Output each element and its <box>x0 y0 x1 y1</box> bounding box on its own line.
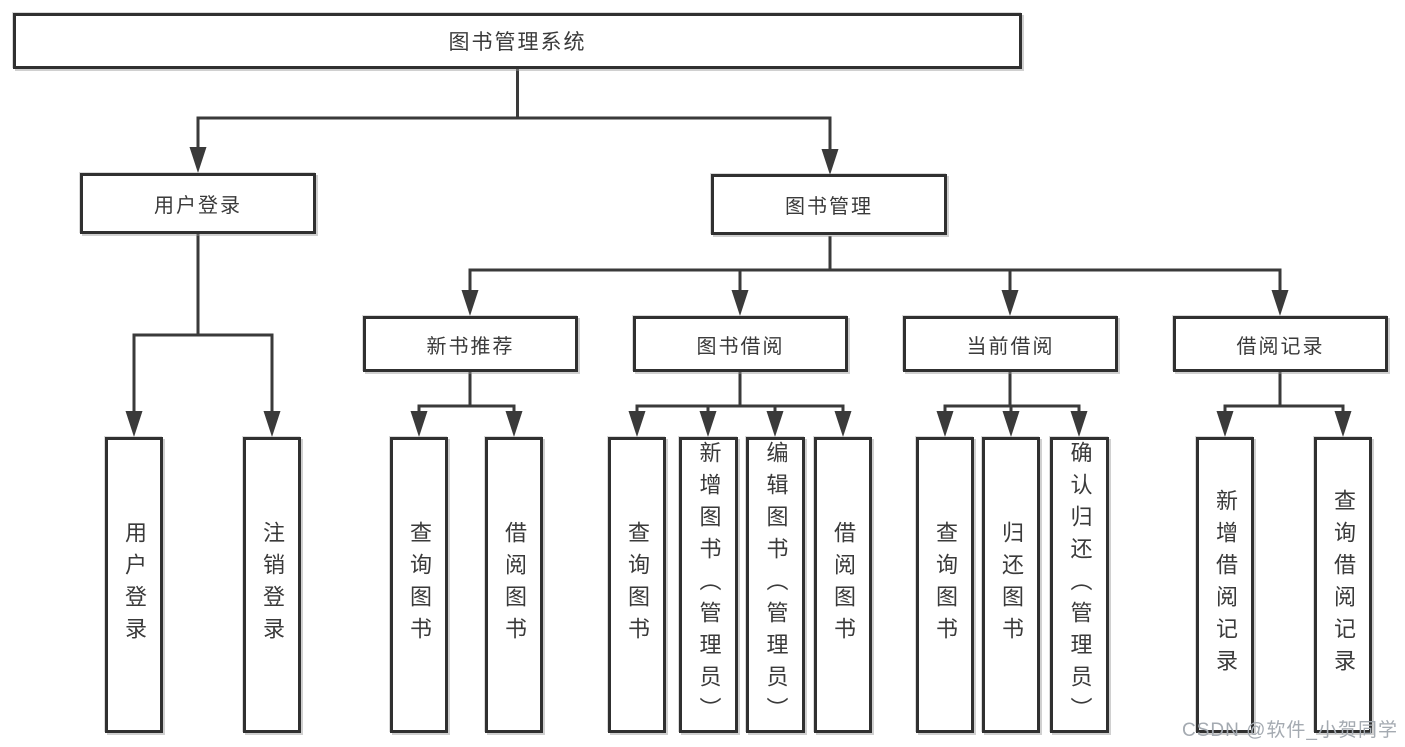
node-label: 借阅图书 <box>831 521 856 649</box>
node-new-book-recommend: 新书推荐 <box>363 316 578 372</box>
leaf-return-books: 归还图书 <box>982 437 1040 733</box>
node-label: 新增借阅记录 <box>1213 489 1238 681</box>
leaf-add-borrow-record: 新增借阅记录 <box>1196 437 1254 733</box>
leaf-borrow-books: 借阅图书 <box>814 437 872 733</box>
node-book-management: 图书管理 <box>711 174 947 235</box>
node-label: 编辑图书（管理员） <box>763 441 789 729</box>
node-label: 查询图书 <box>407 521 432 649</box>
leaf-confirm-return-admin: 确认归还（管理员） <box>1050 437 1109 733</box>
node-library-management-system: 图书管理系统 <box>13 13 1022 69</box>
leaf-query-borrow-record: 查询借阅记录 <box>1314 437 1372 733</box>
node-book-borrow: 图书借阅 <box>633 316 848 372</box>
node-label: 归还图书 <box>999 521 1024 649</box>
leaf-query-books-borrow: 查询图书 <box>608 437 666 733</box>
leaf-edit-book-admin: 编辑图书（管理员） <box>746 437 805 733</box>
leaf-user-login: 用户登录 <box>105 437 163 733</box>
csdn-watermark: CSDN @软件_小贺同学 <box>1182 720 1398 741</box>
node-label: 用户登录 <box>122 521 147 649</box>
leaf-logout: 注销登录 <box>243 437 301 733</box>
node-label: 查询图书 <box>933 521 958 649</box>
node-label: 查询借阅记录 <box>1331 489 1356 681</box>
arrowheads <box>125 147 1352 437</box>
node-label: 当前借阅 <box>966 335 1055 358</box>
node-label: 用户登录 <box>154 195 242 217</box>
node-user-login: 用户登录 <box>80 173 316 234</box>
leaf-query-books-recommend: 查询图书 <box>390 437 448 733</box>
leaf-borrow-books-recommend: 借阅图书 <box>485 437 543 733</box>
node-label: 借阅图书 <box>502 521 527 649</box>
node-label: 图书借阅 <box>696 335 785 358</box>
node-label: 图书管理系统 <box>448 31 587 54</box>
node-label: 新增图书（管理员） <box>696 441 722 729</box>
node-current-borrow: 当前借阅 <box>903 316 1118 372</box>
node-label: 确认归还（管理员） <box>1067 441 1093 729</box>
node-label: 图书管理 <box>785 196 873 218</box>
node-label: 注销登录 <box>260 521 285 649</box>
node-label: 借阅记录 <box>1236 335 1325 358</box>
leaf-add-book-admin: 新增图书（管理员） <box>679 437 738 733</box>
node-label: 新书推荐 <box>426 335 515 358</box>
node-label: 查询图书 <box>625 521 650 649</box>
leaf-query-books-current: 查询图书 <box>916 437 974 733</box>
node-borrow-records: 借阅记录 <box>1173 316 1388 372</box>
